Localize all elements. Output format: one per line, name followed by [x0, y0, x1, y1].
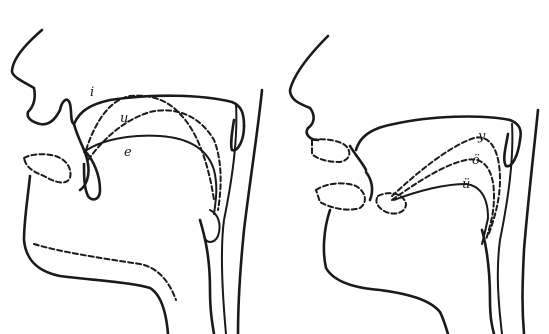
- right-lower-teeth: [366, 172, 372, 200]
- left-tongue-e: [84, 136, 216, 214]
- left-velum: [231, 120, 244, 150]
- left-face-profile: [12, 30, 74, 124]
- right-larynx: [482, 230, 494, 334]
- right-tongue-o: [392, 159, 494, 240]
- right-pharynx-wall: [523, 110, 539, 334]
- left-vocal-tract: i u e: [12, 30, 262, 334]
- right-label-u: ü: [462, 177, 470, 192]
- right-tongue-y: [392, 137, 500, 236]
- left-pharynx-wall: [238, 90, 262, 334]
- left-epiglottis: [204, 210, 220, 242]
- right-lower-lip: [316, 183, 365, 209]
- left-pharynx-inner: [222, 104, 237, 334]
- right-chin: [324, 210, 448, 334]
- right-palate: [356, 117, 521, 150]
- left-larynx: [200, 220, 214, 334]
- left-tongue-u: [88, 110, 221, 210]
- right-face-profile: [290, 36, 328, 140]
- right-label-y: y: [477, 129, 486, 144]
- right-label-o: ö: [472, 153, 480, 168]
- right-vocal-tract: y ö ü: [290, 36, 538, 334]
- right-upper-teeth: [350, 146, 366, 170]
- left-label-e: e: [124, 145, 132, 160]
- right-upper-lip: [312, 139, 349, 162]
- right-tongue-u: [394, 184, 488, 244]
- left-label-i: i: [90, 85, 94, 100]
- left-label-u: u: [120, 111, 128, 126]
- left-upper-teeth: [74, 124, 89, 190]
